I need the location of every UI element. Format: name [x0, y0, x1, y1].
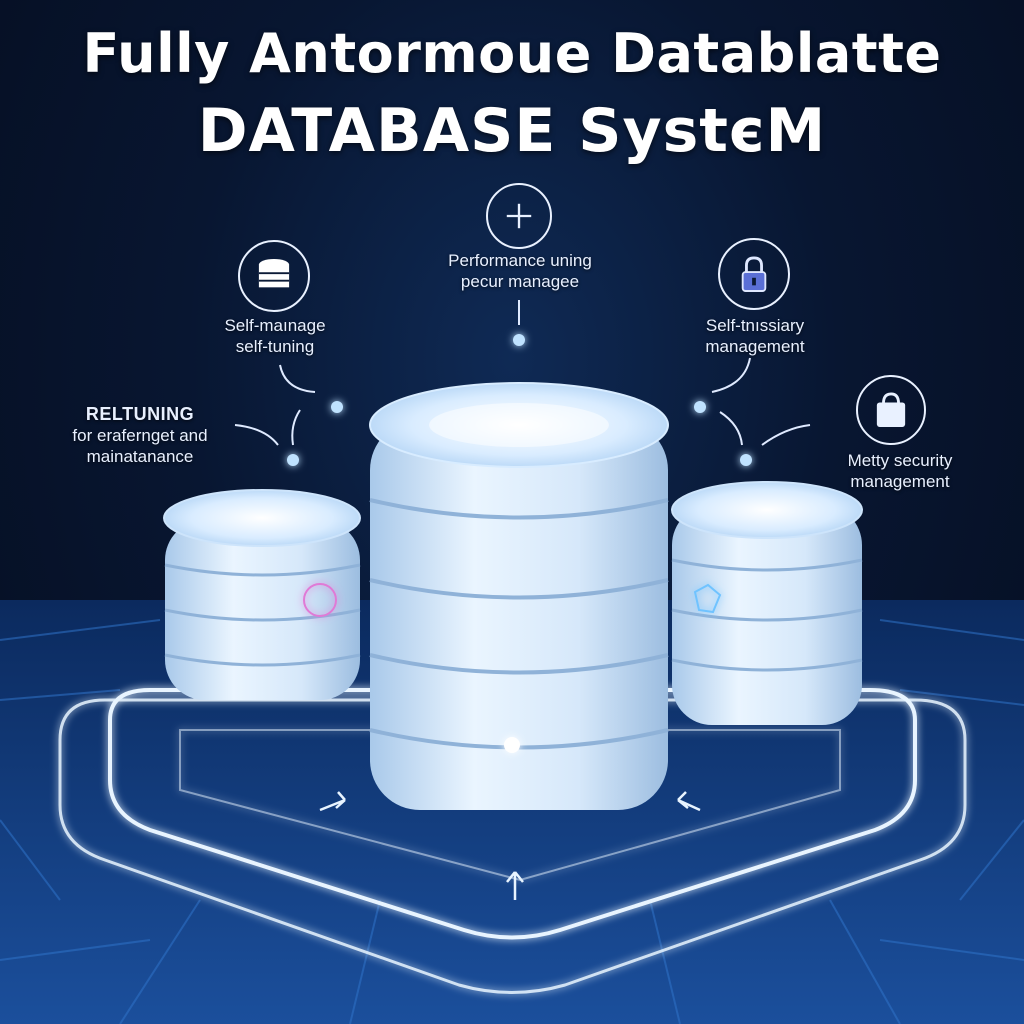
title-line-2: DATABASE SystєM: [197, 96, 827, 166]
callout-left-upper-line2: self-tuning: [235, 337, 315, 356]
platform-rings: [58, 688, 967, 994]
callout-right-upper: Self-tnıssiary management: [650, 315, 860, 357]
callout-top-center: Performance uning pecur manageе: [400, 250, 640, 292]
database-icon: [238, 240, 310, 312]
shopping-bag-icon: [856, 375, 926, 445]
callout-right-lower: Metty security management: [800, 450, 1000, 492]
platform-arrows: [319, 791, 701, 900]
compass-icon: [486, 183, 552, 249]
lock-icon: [718, 238, 790, 310]
callout-left-upper: Self-maınage self-tuning: [180, 315, 370, 357]
callout-left-lower-line2: mainatanance: [86, 447, 194, 466]
callout-right-upper-line2: management: [705, 337, 805, 356]
floor-grid: [0, 619, 1024, 1024]
callout-right-lower-line1: Metty security: [847, 451, 953, 470]
callout-left-lower-line1: for erafernget and: [72, 426, 208, 445]
callout-left-lower-heading: RELTUNING: [85, 404, 195, 424]
callout-top-center-line1: Performance uning: [448, 251, 592, 270]
callout-right-upper-line1: Self-tnıssiary: [705, 316, 805, 335]
connector-lines: [234, 300, 811, 446]
connector-dots: [287, 334, 752, 466]
central-database-cylinder: [369, 382, 669, 810]
callout-top-center-line2: pecur manageе: [460, 272, 580, 291]
callout-left-lower: RELTUNING for erafernget and mainatananc…: [40, 404, 240, 467]
title-line-1: Fully Antormoue Datablatte: [82, 22, 942, 85]
callout-right-lower-line2: management: [850, 472, 950, 491]
callout-left-upper-line1: Self-maınage: [224, 316, 326, 335]
right-database-stack: [671, 481, 863, 725]
left-database-stack: [163, 489, 361, 700]
